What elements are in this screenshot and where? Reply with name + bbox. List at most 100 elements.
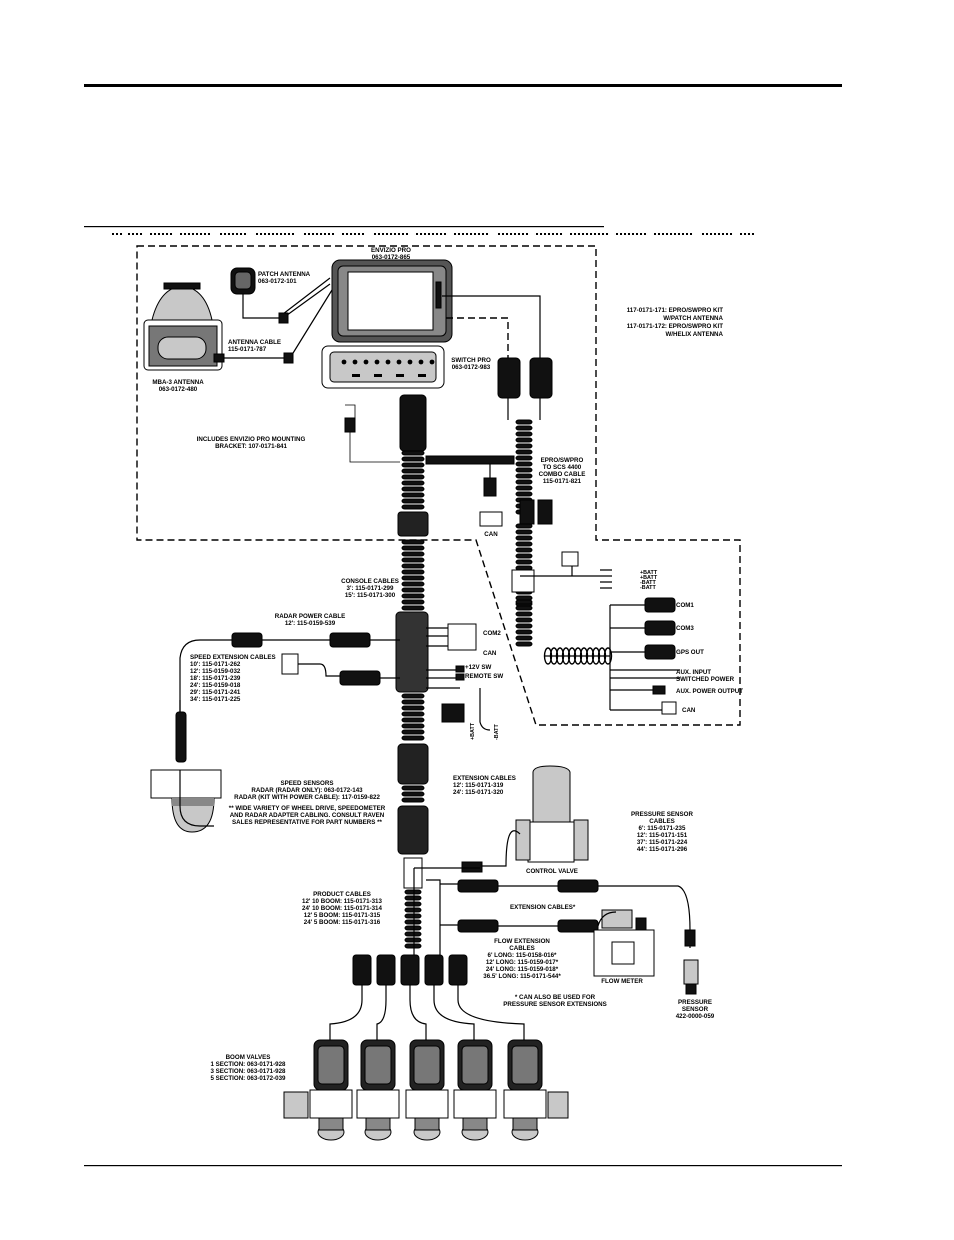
can-note-label: * CAN ALSO BE USED FOR (515, 994, 596, 1001)
flow-meter-label: FLOW METER (601, 978, 643, 985)
patch-antenna-label: 063-0172-101 (258, 278, 297, 285)
switch-pro-connectors (442, 295, 553, 420)
batt-lead-label: -BATT (640, 580, 656, 586)
envizio-pro-label: 063-0172-865 (372, 254, 411, 261)
batt-pos-label: +BATT (470, 722, 476, 740)
output-leads (543, 597, 680, 715)
aux-input-label: AUX. INPUT (676, 669, 711, 676)
main-harness (344, 394, 515, 949)
mounting-bracket-label: BRACKET: 107-0171-841 (215, 443, 287, 450)
pressure-cables-label: 37': 115-0171-224 (637, 839, 688, 846)
product-cables-label: PRODUCT CABLES (313, 891, 371, 898)
speed-note-label: SALES REPRESENTATIVE FOR PART NUMBERS ** (232, 819, 382, 826)
patch-antenna (230, 267, 283, 319)
control-valve (461, 765, 589, 873)
extension-cables-label: 12': 115-0171-319 (453, 782, 504, 789)
flow-ext-label: 24' LONG: 115-0159-018* (486, 966, 559, 973)
batt-lead-label: +BATT (640, 575, 658, 581)
combo-cable-label: 115-0171-821 (543, 478, 582, 485)
combo-cable-label: COMBO CABLE (539, 471, 586, 478)
antenna-cable-label: ANTENNA CABLE (228, 339, 281, 346)
speed-ext-label: 12': 115-0159-032 (190, 668, 241, 675)
flow-ext-label: 12' LONG: 115-0159-017* (486, 959, 559, 966)
boom-valves-label: 1 SECTION: 063-0171-928 (211, 1061, 287, 1068)
product-cables-label: 12' 5 BOOM: 115-0171-315 (304, 912, 381, 919)
aux-power-label: AUX. POWER OUTPUT (676, 688, 743, 695)
speed-ext-label: 18': 115-0171-239 (190, 675, 241, 682)
pressure-cables-label: PRESSURE SENSOR (631, 811, 693, 818)
combo-cable-label: EPRO/SWPRO (541, 457, 584, 464)
envizio-pro-console (331, 259, 453, 343)
kit-label: 117-0171-171: EPRO/SWPRO KIT (627, 307, 724, 314)
com3-label: COM3 (676, 625, 694, 632)
radar-power-label: 12': 115-0159-539 (285, 620, 336, 627)
extension-cables-label: EXTENSION CABLES (453, 775, 516, 782)
batt-neg-label: -BATT (494, 724, 500, 740)
com1-label: COM1 (676, 602, 694, 609)
antenna-cable-run (282, 277, 333, 359)
pressure-cables-label: 12': 115-0171-151 (637, 832, 688, 839)
radar-power-cable (179, 623, 491, 762)
speed-ext-label: 24': 115-0159-018 (190, 682, 241, 689)
patch-antenna-label: PATCH ANTENNA (258, 271, 311, 278)
combo-cable-label: TO SCS 4400 (543, 464, 582, 471)
boom-valve-cables (329, 954, 525, 1040)
boom-valves-label: BOOM VALVES (226, 1054, 271, 1061)
flow-meter (593, 909, 655, 977)
radar-power-label: RADAR POWER CABLE (275, 613, 345, 620)
pressure-sensor (683, 929, 699, 995)
console-cables-label: 15': 115-0171-300 (345, 592, 396, 599)
product-cables-label: 24' 5 BOOM: 115-0171-316 (304, 919, 381, 926)
speed-sensors-label: RADAR (KIT WITH POWER CABLE): 117-0159-8… (234, 794, 380, 801)
pressure-cables-label: CABLES (649, 818, 674, 825)
control-valve-label: CONTROL VALVE (526, 868, 578, 875)
pressure-sensor-label: SENSOR (682, 1006, 709, 1013)
antenna-cable-label: 115-0171-787 (228, 346, 267, 353)
can-label: CAN (484, 531, 498, 538)
boom-valves-label: 5 SECTION: 063-0172-039 (211, 1075, 287, 1082)
can-mid-label: CAN (483, 650, 497, 657)
speed-note-label: AND RADAR ADAPTER CABLING. CONSULT RAVEN (230, 812, 385, 819)
pressure-cables-label: 44': 115-0171-296 (637, 846, 688, 853)
product-cables-label: 24' 10 BOOM: 115-0171-314 (302, 905, 382, 912)
flow-ext-label: 36.5' LONG: 115-0171-544* (483, 973, 561, 980)
mba3-antenna-label: MBA-3 ANTENNA (152, 379, 204, 386)
speed-note-label: ** WIDE VARIETY OF WHEEL DRIVE, SPEEDOME… (229, 805, 386, 812)
pressure-cables-label: 6': 115-0171-235 (639, 825, 686, 832)
boom-valves-label: 3 SECTION: 063-0171-928 (211, 1068, 287, 1075)
footer-rule (84, 1165, 842, 1167)
pressure-sensor-label: 422-0000-059 (676, 1013, 715, 1020)
kit-label: W/HELIX ANTENNA (665, 331, 723, 338)
speed-ext-label: 29': 115-0171-241 (190, 689, 241, 696)
flow-ext-label: 6' LONG: 115-0158-016* (488, 952, 557, 959)
console-cables-label: CONSOLE CABLES (341, 578, 399, 585)
console-cables-label: 3': 115-0171-299 (347, 585, 394, 592)
switch-pro-box (321, 345, 445, 389)
speed-sensors-label: SPEED SENSORS (281, 780, 334, 787)
mounting-bracket-label: INCLUDES ENVIZIO PRO MOUNTING (197, 436, 306, 443)
speed-sensor (150, 769, 222, 833)
batt-lead-label: -BATT (640, 585, 656, 591)
flow-ext-label: FLOW EXTENSION (494, 938, 550, 945)
envizio-pro-label: ENVIZIO PRO (371, 247, 411, 254)
batt-lead-label: +BATT (640, 570, 658, 576)
can-note-label: PRESSURE SENSOR EXTENSIONS (503, 1001, 607, 1008)
mba3-antenna-label: 063-0172-480 (159, 386, 198, 393)
combo-cable (511, 419, 612, 647)
switched-power-label: SWITCHED POWER (676, 676, 735, 683)
can-right-label: CAN (682, 707, 696, 714)
section-rule (84, 226, 604, 228)
switch-pro-label: SWITCH PRO (451, 357, 491, 364)
flow-ext-label: CABLES (509, 945, 534, 952)
gps-out-label: GPS OUT (676, 649, 704, 656)
kit-label: 117-0171-172: EPRO/SWPRO KIT (627, 323, 724, 330)
speed-ext-label: 34': 115-0171-225 (190, 696, 241, 703)
product-cable-branch (413, 867, 691, 960)
extension-cables-star-label: EXTENSION CABLES* (510, 904, 576, 911)
mba3-antenna (143, 282, 290, 371)
kit-boundary (136, 245, 741, 726)
header-rule (84, 84, 842, 87)
